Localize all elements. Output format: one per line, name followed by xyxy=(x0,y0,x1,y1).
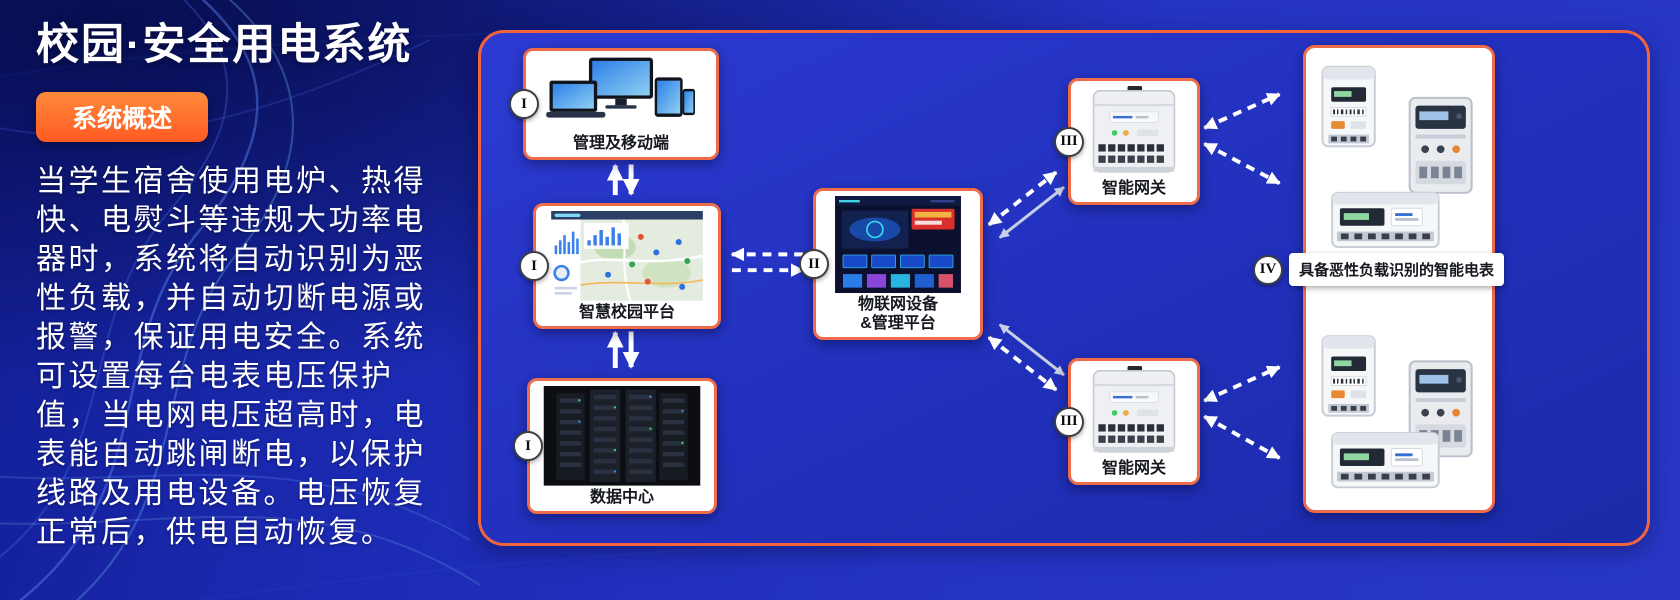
node-label: 智慧校园平台 xyxy=(578,303,675,321)
overview-badge: 系统概述 xyxy=(36,92,209,142)
iot-dashboard-illustration xyxy=(835,196,961,294)
node-iot-platform: II xyxy=(799,188,983,340)
gateway-device-illustration xyxy=(1092,366,1176,453)
numeral-badge: III xyxy=(1054,406,1084,437)
devices-illustration xyxy=(546,57,695,118)
diagram-panel: I 管理及移动端 xyxy=(478,30,1650,546)
node-smart-gateway-top: III 智能网关 xyxy=(1054,78,1200,205)
page-title: 校园·安全用电系统 xyxy=(36,21,413,69)
numeral-badge: IV xyxy=(1253,254,1283,285)
node-label-line2: &管理平台 xyxy=(860,314,936,332)
intro-panel: 校园·安全用电系统 系统概述 当学生宿舍使用电炉、热得 快、电熨斗等违规大功率电… xyxy=(36,10,474,552)
node-data-center: I 数据中心 xyxy=(513,378,717,514)
node-label: 管理及移动端 xyxy=(572,134,669,152)
node-label-line1: 物联网设备 xyxy=(857,296,938,314)
numeral-badge: III xyxy=(1054,126,1084,157)
gateway-device-illustration xyxy=(1092,86,1176,173)
system-description: 当学生宿舍使用电炉、热得 快、电熨斗等违规大功率电 器时，系统将自动识别为恶 性… xyxy=(36,165,426,549)
meters-caption: IV 具备恶性负载识别的智能电表 xyxy=(1253,253,1505,286)
node-label: 智能网关 xyxy=(1101,179,1166,197)
numeral-badge: II xyxy=(799,249,829,279)
node-label: 物联网设备 &管理平台 xyxy=(822,293,974,334)
node-label: 智能网关 xyxy=(1101,459,1166,477)
node-label: 数据中心 xyxy=(589,488,654,506)
numeral-badge: I xyxy=(519,251,549,281)
server-racks-illustration xyxy=(543,386,701,486)
meters-caption-label: 具备恶性负载识别的智能电表 xyxy=(1289,253,1505,286)
numeral-badge: I xyxy=(509,89,539,119)
dashboard-illustration xyxy=(551,211,704,301)
node-smart-gateway-bottom: III 智能网关 xyxy=(1054,358,1200,485)
node-management-mobile: I 管理及移动端 xyxy=(509,48,719,160)
node-smart-campus-platform: I xyxy=(519,203,721,329)
numeral-badge: I xyxy=(513,431,543,461)
